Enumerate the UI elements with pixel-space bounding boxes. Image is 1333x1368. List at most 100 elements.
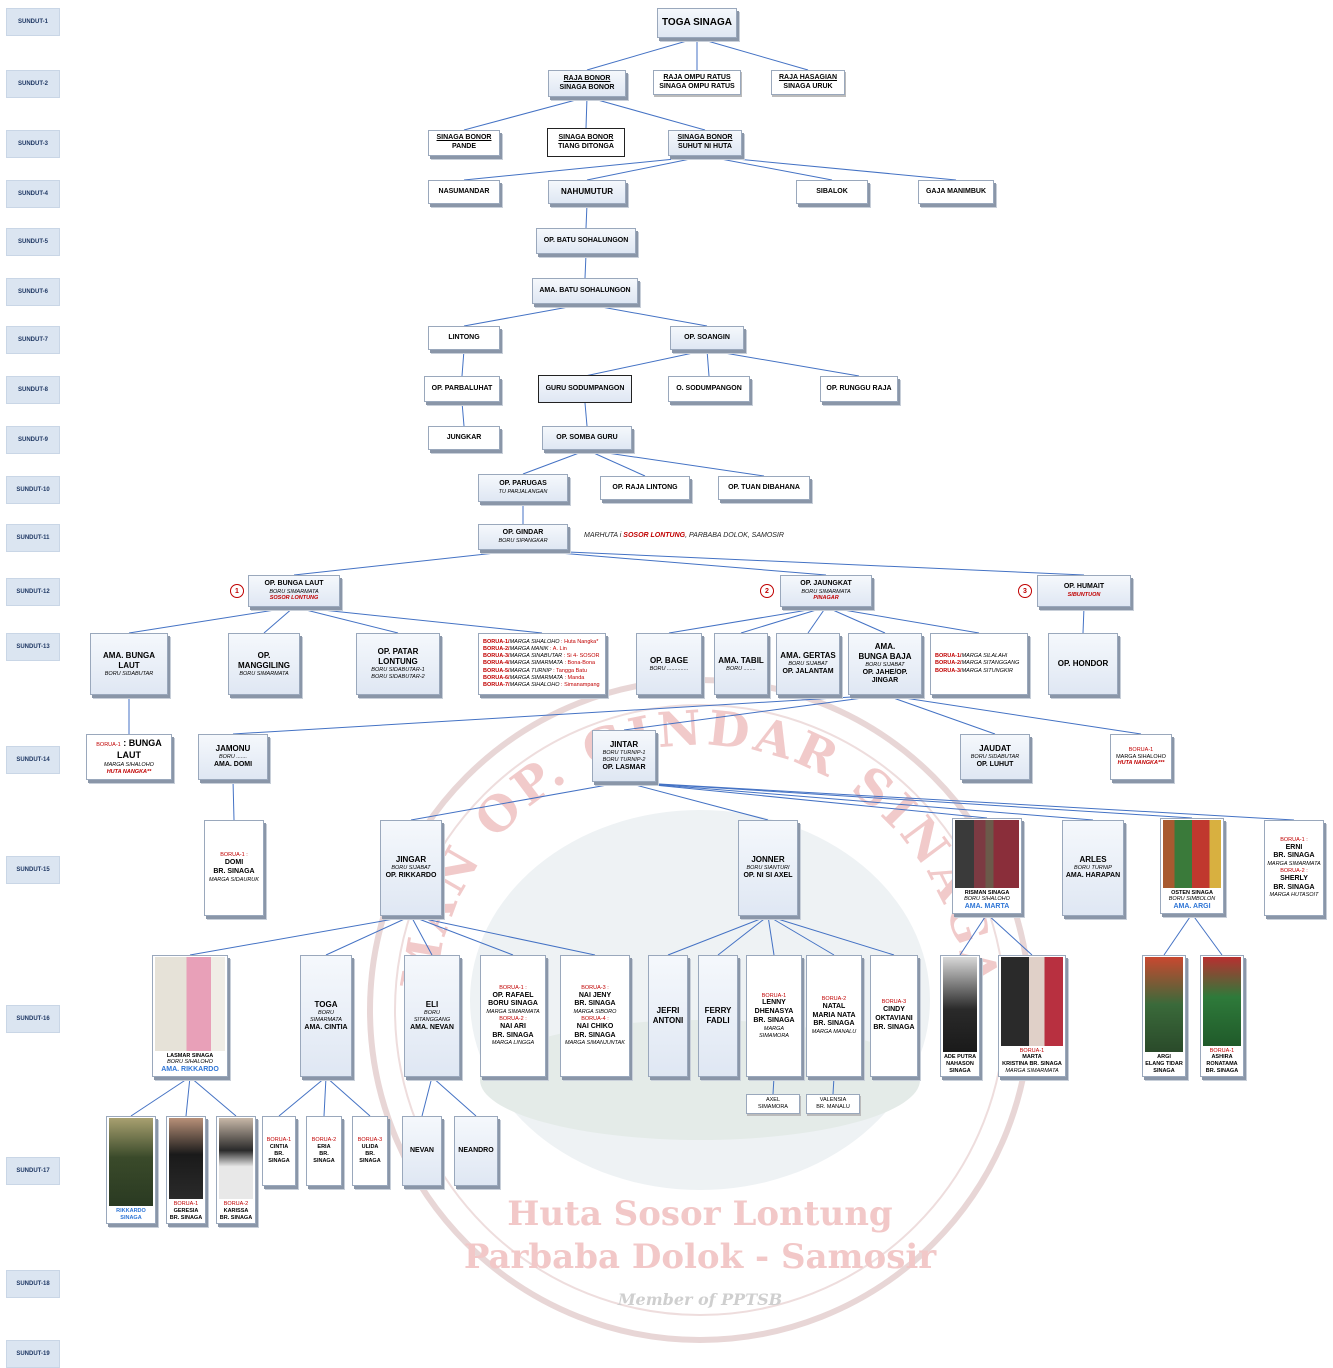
node-op-somba-guru: OP. SOMBA GURU [542, 426, 632, 450]
boru-list-item: BORUA-2/MARGA MANIK : A. Lin [483, 646, 567, 653]
generation-label: SUNDUT-11 [6, 524, 60, 552]
node-sublabel: OP. RIKKARDO [385, 872, 437, 880]
node-sublabel: SINAGA BONOR [559, 83, 615, 91]
node-label: ERIA [317, 1144, 331, 1151]
borua-tag: BORUA-1 [761, 992, 787, 999]
node-sublabel: MARGA HUTASOIT [1269, 892, 1319, 899]
node-label: OP. PARUGAS [499, 480, 547, 488]
boru-list-part: MARGA SIMARMATA [509, 674, 563, 681]
borua-tag: BORUA-3 : [581, 984, 609, 991]
person-photo [1145, 957, 1183, 1053]
borua-tag: BORUA-1 [266, 1137, 292, 1144]
boru-list-part: BORUA-3/ [483, 653, 510, 660]
generation-label: SUNDUT-19 [6, 1340, 60, 1368]
node-sublabel: MARGA SIMARMATA [1005, 1068, 1059, 1075]
node-label: OP. RUNGGU RAJA [826, 384, 892, 392]
boru-list-part: BORUA-1/ [483, 639, 510, 645]
connector-line [767, 915, 895, 956]
connector-line [325, 1076, 371, 1117]
node-sublabel: BORU TURNIP-1 [602, 749, 646, 756]
node-label: OSTEN SINAGA [1171, 889, 1213, 896]
node-label: SINAGA BONOR [677, 134, 733, 142]
connector-line [668, 606, 827, 634]
node-label: OP. PATAR LONTUNG [377, 647, 419, 667]
connector-line [1082, 606, 1085, 634]
generation-label: SUNDUT-8 [6, 376, 60, 404]
node-label: OP. TUAN DIBAHANA [728, 483, 800, 491]
node-op-soangin: OP. SOANGIN [670, 326, 744, 350]
borua-tag: BORUA-1 [1128, 746, 1154, 753]
node-label: DOMI [224, 859, 244, 867]
boru-list-item: BORUA-3/MARGA SITUNGKIR [935, 668, 1013, 675]
connector-line [623, 781, 1094, 821]
node-label: RONATAMA [1206, 1061, 1238, 1068]
node-sublabel: MARGA SIMARMATA [1267, 861, 1321, 868]
boru-list-item: BORUA-3/MARGA SINABUTAR : Si 4- SOSOR [483, 653, 599, 660]
number-badge-2: 2 [760, 584, 774, 598]
node-label: BR. SINAGA [219, 1215, 253, 1222]
node-sublabel: BORU SIMARMATA [239, 670, 289, 677]
boru-list-item: BORUA-1/MARGA SILALAHI [935, 653, 1007, 660]
connector-line [623, 781, 769, 821]
connector-line [325, 915, 412, 956]
node-label: BR. SINAGA [753, 1016, 795, 1024]
connector-line [704, 155, 957, 181]
connector-line [410, 915, 433, 956]
node-sublabel: BORU .............. [649, 665, 689, 672]
node-sublabel: SINAGA OMPU RATUS [659, 82, 735, 90]
connector-line [410, 915, 514, 956]
node-sublabel: TIANG DITONGA [558, 142, 614, 150]
node-label: OP. SOANGIN [684, 333, 730, 341]
connector-line [706, 349, 860, 377]
boru-list-part: BORUA-2/ [483, 646, 510, 653]
person-photo [219, 1118, 253, 1200]
connector-line [825, 606, 980, 634]
node-label: JAMONU [215, 744, 251, 754]
node-sublabel: BORU SIMARMATA [310, 1009, 342, 1023]
borua-tag: BORUA-2 [821, 996, 847, 1002]
node-sublabel: PANDE [452, 143, 476, 150]
node-label: ARLES [1079, 855, 1107, 865]
node-sublabel: BORU SIDABUTAR-1 [371, 667, 425, 674]
node-sublabel: MARGA SIDAURUK [209, 876, 259, 883]
node-label: TOGA [314, 999, 338, 1009]
node-label: RAJA OMPU RATUS [663, 73, 731, 81]
node-sublabel: OP. LUHUT [976, 761, 1014, 769]
node-sublabel: BORU SIJABAT [391, 865, 431, 872]
node-sublabel: BORU SIDABUTAR-2 [371, 674, 425, 680]
boru-list-part: BORUA-1/ [935, 653, 962, 660]
generation-label: SUNDUT-9 [6, 426, 60, 454]
boru-list-item: BORUA-2/MARGA SITANGGANG [935, 660, 1019, 667]
node-label: NASUMANDAR [438, 187, 490, 195]
boru-list-part: BORUA-7/ [483, 681, 510, 688]
node-nahumutur: NAHUMUTUR [548, 180, 626, 204]
boru-list-part: : Tangga Batu [551, 667, 587, 674]
node-label: OP. BATU SOHALUNGON [543, 236, 629, 244]
generation-label: SUNDUT-1 [6, 8, 60, 36]
borua-tag: BORUA-2 [311, 1137, 337, 1144]
node-label: OP. BUNGA LAUT [264, 579, 324, 587]
connector-line [522, 549, 1085, 576]
node-sublabel: AMA. HARAPAN [1065, 872, 1121, 880]
node-sublabel: MARGA SIHALOHO [104, 761, 154, 768]
node-label: OP. PARBALUHAT [431, 384, 493, 392]
node-sublabel: AMA. CINTIA [304, 1023, 348, 1031]
node-toga-sinaga: TOGA SINAGA [657, 8, 737, 38]
node-label: BR. SINAGA [359, 1151, 381, 1164]
couple-photo [155, 957, 225, 1051]
